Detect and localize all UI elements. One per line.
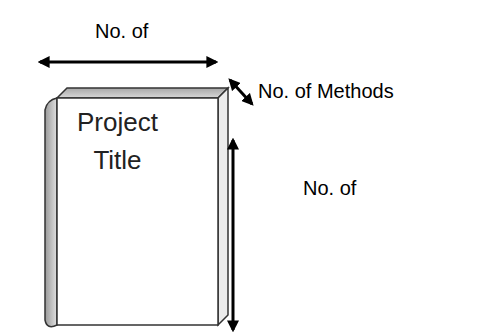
width-label: No. of: [95, 19, 148, 43]
book-cover-title: Project Title: [57, 98, 218, 325]
depth-arrow: [230, 80, 252, 104]
height-arrow: [232, 140, 235, 330]
width-arrow: [40, 61, 216, 64]
book-top: [57, 88, 228, 98]
book-side: [218, 88, 228, 325]
book-spine: [45, 98, 57, 327]
height-label: No. of: [303, 176, 356, 200]
book-cover: [57, 98, 218, 325]
depth-label: No. of Methods: [258, 79, 394, 103]
cover-title: Project Title: [60, 104, 175, 179]
